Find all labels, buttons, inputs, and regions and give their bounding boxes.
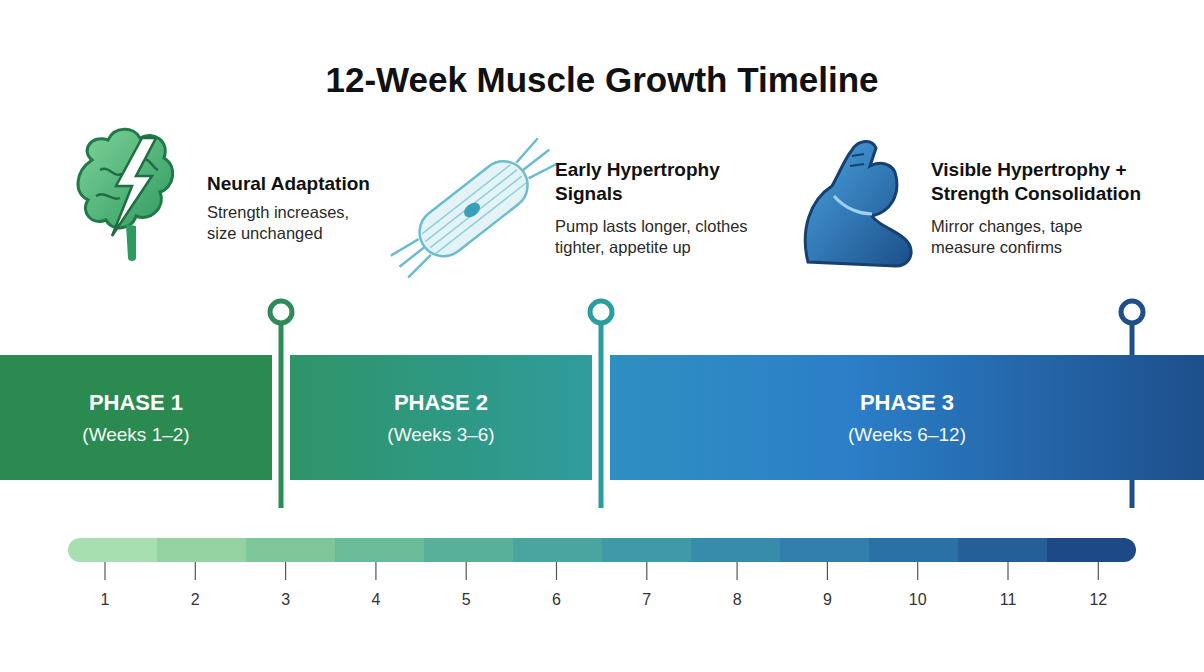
scale-segment — [691, 538, 781, 562]
week-number: 11 — [1000, 590, 1017, 610]
week-number: 9 — [823, 590, 832, 610]
tick-mark — [375, 562, 376, 580]
week-number: 2 — [191, 590, 200, 610]
phase-name: PHASE 2 — [394, 390, 488, 416]
phase-band: PHASE 3 (Weeks 6–12) — [610, 355, 1204, 480]
phase-description: Pump lasts longer, clothes tighter, appe… — [555, 216, 773, 257]
tick-mark — [195, 562, 196, 580]
tick-mark — [104, 562, 105, 580]
scale-segment — [335, 538, 425, 562]
brain-icon — [78, 129, 173, 261]
tick-mark — [556, 562, 557, 580]
tick-mark — [285, 562, 286, 580]
scale-segment — [424, 538, 514, 562]
week-number: 1 — [101, 590, 110, 610]
phase-description: Mirror changes, tape measure confirms — [931, 216, 1121, 257]
flexed-arm-icon — [805, 141, 911, 266]
tick-mark — [827, 562, 828, 580]
scale-segment — [869, 538, 959, 562]
week-ticks — [105, 562, 1098, 580]
week-number: 10 — [909, 590, 927, 610]
phase-weeks: (Weeks 1–2) — [82, 424, 189, 446]
muscle-fiber-icon — [385, 131, 564, 286]
week-scale-bar — [68, 538, 1136, 562]
phase-band: PHASE 1 (Weeks 1–2) — [0, 355, 272, 480]
phase-description: Strength increases, size unchanged — [207, 202, 372, 243]
phase-heading: Early Hypertrophy Signals — [555, 158, 760, 206]
phase-name: PHASE 3 — [860, 390, 954, 416]
scale-segment — [602, 538, 692, 562]
tick-mark — [736, 562, 737, 580]
scale-segment — [780, 538, 870, 562]
phase-name: PHASE 1 — [89, 390, 183, 416]
phase-heading: Neural Adaptation — [207, 172, 447, 196]
phase-marker — [590, 301, 612, 508]
week-number: 7 — [642, 590, 651, 610]
tick-mark — [1098, 562, 1099, 580]
scale-segment — [1047, 538, 1136, 562]
scale-segment — [513, 538, 603, 562]
tick-mark — [466, 562, 467, 580]
week-number: 3 — [281, 590, 290, 610]
phase-heading: Visible Hypertrophy + Strength Consolida… — [931, 158, 1186, 206]
phase-marker — [270, 301, 292, 508]
week-number: 8 — [733, 590, 742, 610]
scale-segment — [246, 538, 336, 562]
week-number: 12 — [1089, 590, 1107, 610]
phase-weeks: (Weeks 3–6) — [387, 424, 494, 446]
week-number: 5 — [462, 590, 471, 610]
phase-weeks: (Weeks 6–12) — [848, 424, 966, 446]
scale-segment — [157, 538, 247, 562]
tick-mark — [917, 562, 918, 580]
tick-mark — [1007, 562, 1008, 580]
week-number: 6 — [552, 590, 561, 610]
scale-segment — [958, 538, 1048, 562]
week-number: 4 — [371, 590, 380, 610]
phase-band: PHASE 2 (Weeks 3–6) — [290, 355, 592, 480]
scale-segment — [68, 538, 158, 562]
tick-mark — [646, 562, 647, 580]
diagram-title: 12-Week Muscle Growth Timeline — [0, 60, 1204, 100]
